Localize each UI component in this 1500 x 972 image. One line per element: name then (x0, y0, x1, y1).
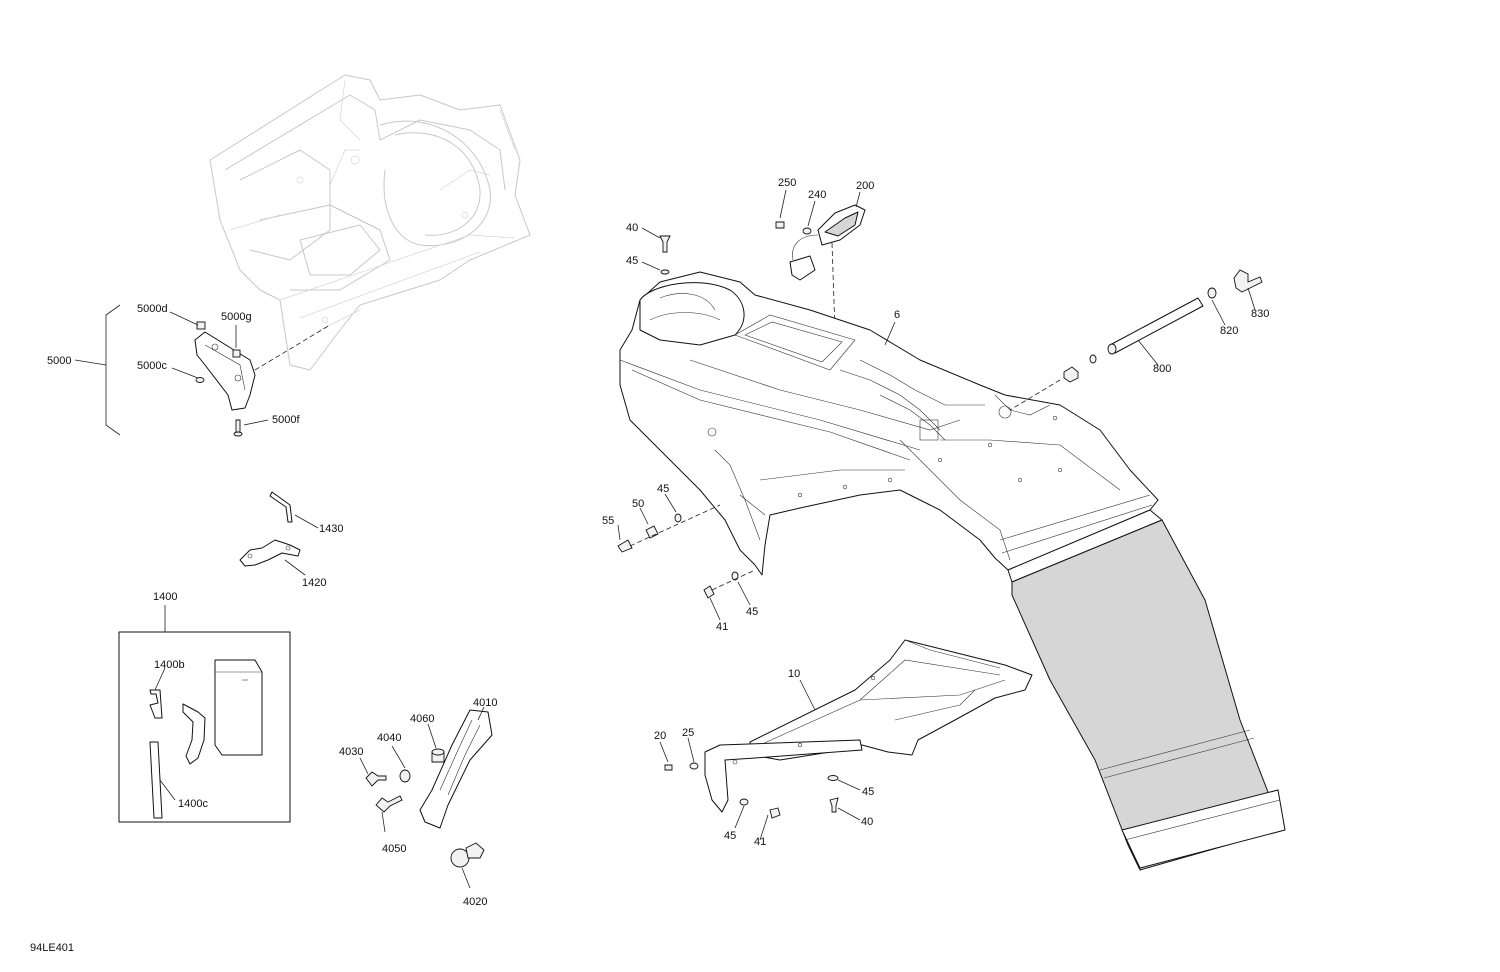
callout-820: 820 (1220, 325, 1238, 337)
pedal-assembly-4010 (359, 706, 493, 889)
callout-4050: 4050 (382, 843, 406, 855)
rear-body-6 (619, 271, 1159, 576)
callout-41-left: 41 (716, 621, 728, 633)
callout-5000g: 5000g (221, 311, 252, 323)
callout-45-right: 45 (862, 786, 874, 798)
callout-45-left-lower: 45 (746, 606, 758, 618)
callout-4020: 4020 (463, 896, 487, 908)
kit-1400 (118, 605, 291, 823)
callout-55: 55 (602, 515, 614, 527)
frame-ghost (209, 74, 531, 371)
callout-4060: 4060 (410, 713, 434, 725)
callout-41-bottom: 41 (754, 836, 766, 848)
callout-1400c: 1400c (178, 798, 208, 810)
callout-800: 800 (1153, 363, 1171, 375)
callout-1400b: 1400b (154, 659, 185, 671)
callout-45-top: 45 (626, 255, 638, 267)
callout-1400: 1400 (153, 591, 177, 603)
callout-5000c: 5000c (137, 360, 167, 372)
callout-4010: 4010 (473, 697, 497, 709)
callout-4040: 4040 (377, 732, 401, 744)
callout-200: 200 (856, 180, 874, 192)
hook-1430-and-tool-1420 (239, 491, 319, 576)
bracket-assembly-5000 (74, 304, 331, 437)
fasteners-40-45-top (641, 227, 671, 275)
callout-1420: 1420 (302, 577, 326, 589)
callout-25: 25 (682, 727, 694, 739)
callout-labels: 250 240 200 40 45 6 830 820 800 5000d 50… (30, 177, 1269, 954)
callout-830: 830 (1251, 308, 1269, 320)
callout-5000f: 5000f (272, 414, 300, 426)
callout-45-bottom: 45 (724, 830, 736, 842)
callout-250: 250 (778, 177, 796, 189)
fasteners-left-side (617, 493, 756, 621)
protector-panel-10 (659, 639, 1033, 841)
light-assembly-200 (775, 189, 866, 331)
callout-40-right: 40 (861, 816, 873, 828)
callout-1430: 1430 (319, 523, 343, 535)
callout-240: 240 (808, 189, 826, 201)
rod-assembly-800 (1009, 269, 1263, 411)
diagram-reference-code: 94LE401 (30, 942, 74, 954)
callout-20: 20 (654, 730, 666, 742)
callout-6: 6 (894, 309, 900, 321)
callout-40-top: 40 (626, 222, 638, 234)
callout-45-left: 45 (657, 483, 669, 495)
callout-5000: 5000 (47, 355, 71, 367)
callout-5000d: 5000d (137, 303, 168, 315)
snow-flap (1007, 509, 1286, 871)
callout-4030: 4030 (339, 746, 363, 758)
callout-10: 10 (788, 668, 800, 680)
callout-50: 50 (632, 498, 644, 510)
